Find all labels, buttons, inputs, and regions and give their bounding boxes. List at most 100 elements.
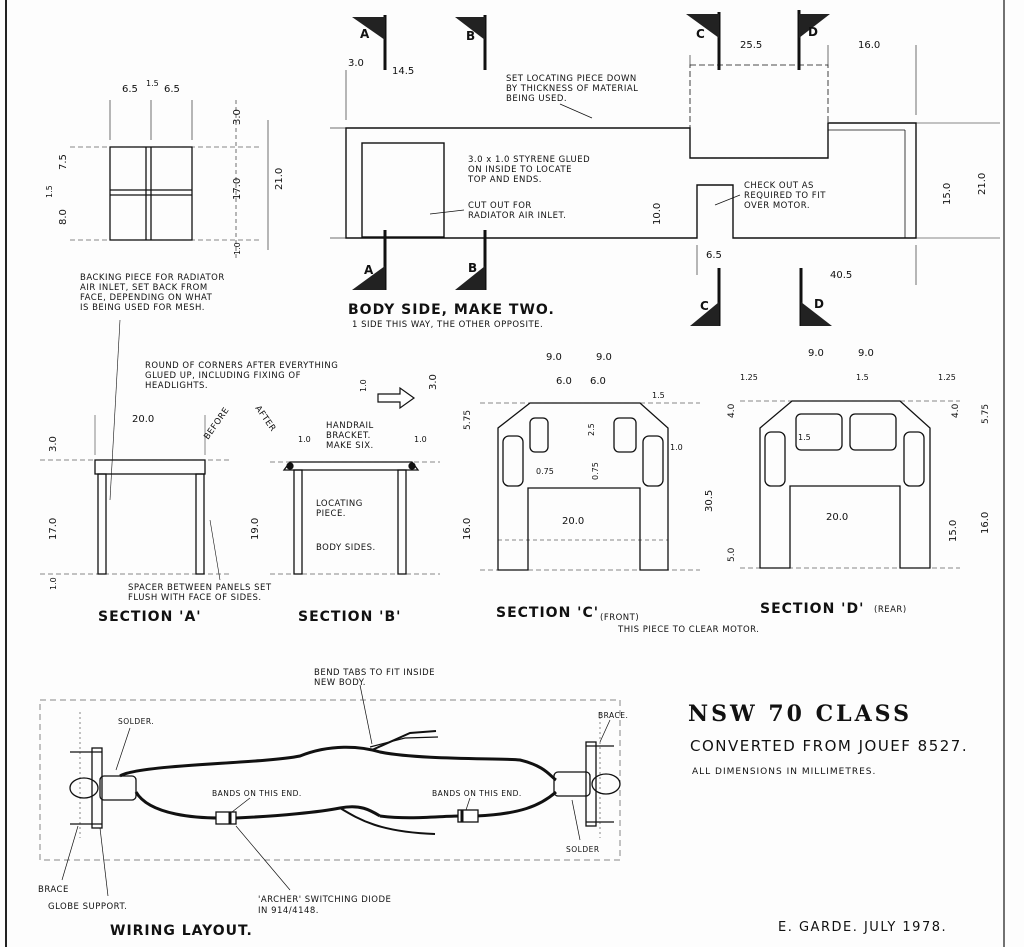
svg-text:OVER MOTOR.: OVER MOTOR. bbox=[744, 201, 810, 211]
section-d-heading: SECTION 'D' bbox=[760, 601, 864, 617]
svg-text:SET LOCATING PIECE DOWN: SET LOCATING PIECE DOWN bbox=[506, 74, 637, 84]
dim-3-0-seca: 3.0 bbox=[48, 436, 59, 452]
dim-0-75-c1: 0.75 bbox=[536, 467, 554, 476]
dim-21-0-a: 21.0 bbox=[274, 168, 285, 190]
dim-5-0-c: 5.0 bbox=[727, 547, 737, 562]
section-a-heading: SECTION 'A' bbox=[98, 609, 202, 625]
radiator-inlet-view bbox=[70, 100, 269, 260]
dim-25-5: 25.5 bbox=[740, 40, 762, 51]
dim-17-0-a: 17.0 bbox=[232, 178, 243, 200]
svg-text:ROUND OF CORNERS AFTER EVERYTH: ROUND OF CORNERS AFTER EVERYTHING bbox=[145, 361, 338, 371]
section-marker-c-bottom: C bbox=[690, 268, 721, 326]
svg-text:BACKING PIECE FOR RADIATOR: BACKING PIECE FOR RADIATOR bbox=[80, 273, 225, 283]
svg-text:B: B bbox=[468, 261, 478, 275]
bands-left-label: BANDS ON THIS END. bbox=[212, 789, 302, 798]
dim-3-0-a: 3.0 bbox=[232, 109, 243, 125]
section-marker-a-bottom: A bbox=[352, 230, 387, 290]
svg-text:3.0 x 1.0 STYRENE GLUED: 3.0 x 1.0 STYRENE GLUED bbox=[468, 155, 590, 165]
handrail-bracket-icon bbox=[377, 386, 416, 410]
clear-motor-note: THIS PIECE TO CLEAR MOTOR. bbox=[617, 625, 759, 635]
signature: E. GARDE. JULY 1978. bbox=[778, 920, 947, 935]
dim-1-0-c: 1.0 bbox=[670, 443, 683, 452]
body-side-outline bbox=[330, 45, 1000, 285]
bands-right-label: BANDS ON THIS END. bbox=[432, 789, 522, 798]
svg-text:D: D bbox=[814, 297, 825, 311]
dim-9-0-c2: 9.0 bbox=[596, 352, 612, 363]
dim-1-5-side: 1.5 bbox=[45, 185, 54, 198]
svg-text:HANDRAIL: HANDRAIL bbox=[326, 421, 374, 431]
section-b-heading: SECTION 'B' bbox=[298, 609, 401, 625]
dim-0-75-c2: 0.75 bbox=[591, 462, 600, 480]
dim-1-25-d1: 1.25 bbox=[740, 373, 758, 382]
svg-text:PIECE.: PIECE. bbox=[316, 509, 346, 519]
dim-1-5-c: 1.5 bbox=[652, 391, 665, 400]
dim-10-0: 10.0 bbox=[652, 203, 663, 225]
solder-left-label: SOLDER. bbox=[118, 717, 154, 726]
dim-7-5: 7.5 bbox=[58, 154, 69, 170]
dim-6-5-right: 6.5 bbox=[164, 84, 180, 95]
svg-text:GLUED UP, INCLUDING FIXING OF: GLUED UP, INCLUDING FIXING OF bbox=[145, 371, 301, 381]
section-c-drawing bbox=[480, 402, 700, 571]
dim-21-0-body: 21.0 bbox=[977, 173, 988, 195]
round-off-note: ROUND OF CORNERS AFTER EVERYTHING GLUED … bbox=[109, 319, 338, 501]
dim-30-5: 30.5 bbox=[704, 490, 715, 512]
dim-1-5-top: 1.5 bbox=[146, 79, 159, 88]
brace-right-label: BRACE. bbox=[598, 711, 628, 720]
svg-text:A: A bbox=[360, 27, 370, 41]
dim-1-25-d2: 1.25 bbox=[938, 373, 956, 382]
dim-1-0-b3: 1.0 bbox=[414, 435, 427, 444]
svg-text:CUT OUT FOR: CUT OUT FOR bbox=[468, 201, 532, 211]
svg-text:FACE, DEPENDING ON WHAT: FACE, DEPENDING ON WHAT bbox=[80, 293, 213, 303]
svg-text:FLUSH WITH FACE OF SIDES.: FLUSH WITH FACE OF SIDES. bbox=[128, 593, 262, 603]
dim-3-0-body: 3.0 bbox=[348, 58, 364, 69]
dim-14-5: 14.5 bbox=[392, 66, 414, 77]
locating-note: LOCATING PIECE. bbox=[316, 499, 362, 519]
svg-text:RADIATOR AIR INLET.: RADIATOR AIR INLET. bbox=[468, 211, 566, 221]
cut-out-note: CUT OUT FOR RADIATOR AIR INLET. bbox=[429, 201, 566, 221]
spacer-note: SPACER BETWEEN PANELS SET FLUSH WITH FAC… bbox=[128, 519, 271, 603]
backing-note: BACKING PIECE FOR RADIATOR AIR INLET, SE… bbox=[80, 273, 225, 313]
svg-text:CHECK OUT AS: CHECK OUT AS bbox=[744, 181, 814, 191]
svg-text:TOP AND ENDS.: TOP AND ENDS. bbox=[467, 175, 542, 185]
dim-2-5-c: 2.5 bbox=[587, 423, 596, 436]
dim-20-0-d: 20.0 bbox=[826, 512, 848, 523]
locating-piece-note: SET LOCATING PIECE DOWN BY THICKNESS OF … bbox=[506, 74, 638, 119]
dim-1-0-b1: 1.0 bbox=[298, 435, 311, 444]
dim-16-0-top: 16.0 bbox=[858, 40, 880, 51]
dim-1-5-d2: 1.5 bbox=[798, 433, 811, 442]
section-marker-d-bottom: D bbox=[799, 268, 832, 326]
dim-9-0-d2: 9.0 bbox=[858, 348, 874, 359]
dim-5-75-d: 5.75 bbox=[981, 404, 991, 424]
dim-17-0-seca: 17.0 bbox=[48, 518, 59, 540]
diode-label: 'ARCHER' SWITCHING DIODE bbox=[258, 895, 391, 905]
dim-1-0-seca: 1.0 bbox=[49, 577, 58, 590]
dim-15-0-body: 15.0 bbox=[942, 183, 953, 205]
dim-1-0-a: 1.0 bbox=[233, 242, 242, 255]
dim-20-0-a: 20.0 bbox=[132, 414, 154, 425]
globe-support-label: GLOBE SUPPORT. bbox=[48, 902, 127, 912]
section-b-drawing bbox=[270, 461, 440, 575]
svg-text:REQUIRED TO FIT: REQUIRED TO FIT bbox=[744, 191, 826, 201]
svg-text:D: D bbox=[808, 25, 819, 39]
dim-4-0-d1: 4.0 bbox=[727, 403, 737, 418]
wiring-heading: WIRING LAYOUT. bbox=[110, 923, 253, 939]
dim-20-0-c: 20.0 bbox=[562, 516, 584, 527]
svg-text:HEADLIGHTS.: HEADLIGHTS. bbox=[145, 381, 208, 391]
svg-text:MAKE SIX.: MAKE SIX. bbox=[326, 441, 374, 451]
dim-9-0-c1: 9.0 bbox=[546, 352, 562, 363]
dim-8-0: 8.0 bbox=[58, 209, 69, 225]
handrail-note: HANDRAIL BRACKET. MAKE SIX. bbox=[326, 421, 374, 451]
dim-19-0: 19.0 bbox=[250, 518, 261, 540]
dim-16-0-b: 16.0 bbox=[462, 518, 473, 540]
svg-text:BY THICKNESS OF MATERIAL: BY THICKNESS OF MATERIAL bbox=[506, 84, 638, 94]
svg-text:B: B bbox=[466, 29, 476, 43]
section-marker-b-top: B bbox=[455, 15, 487, 70]
units-note: ALL DIMENSIONS IN MILLIMETRES. bbox=[692, 767, 876, 777]
dim-15-0-d: 15.0 bbox=[948, 520, 959, 542]
dim-6-0-c1: 6.0 bbox=[556, 376, 572, 387]
dim-5-75-b: 5.75 bbox=[463, 410, 473, 430]
svg-text:ON INSIDE TO LOCATE: ON INSIDE TO LOCATE bbox=[468, 165, 572, 175]
dim-6-5-left: 6.5 bbox=[122, 84, 138, 95]
body-side-heading: BODY SIDE, MAKE TWO. bbox=[348, 302, 555, 318]
dim-16-0-d: 16.0 bbox=[980, 512, 991, 534]
